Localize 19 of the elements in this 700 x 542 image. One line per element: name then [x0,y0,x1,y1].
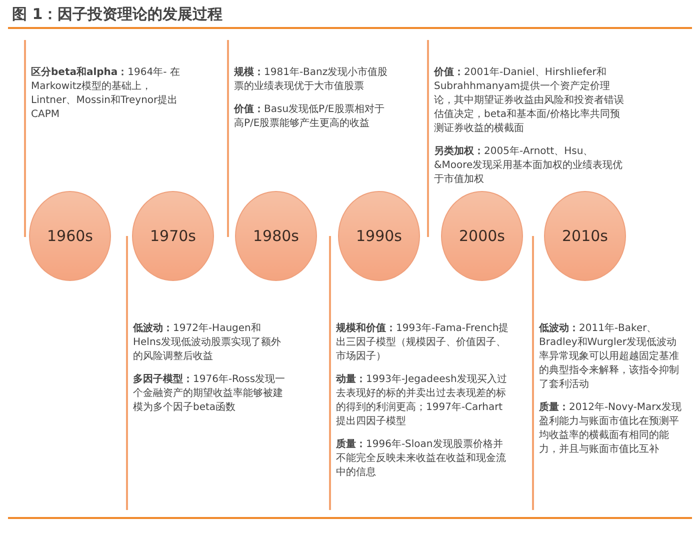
decade-circle: 1960s [29,191,111,281]
decade-circle: 1990s [338,191,420,281]
decade-circle: 2000s [441,191,523,281]
milestone-note: 价值：Basu发现低P/E股票相对于高P/E股票能够产生更高的收益 [234,103,386,131]
milestone-note: 多因子模型：1976年-Ross发现一个金融资产的期望收益率能够被建模为多个因子beta函数 [133,373,286,415]
milestone-note: 动量：1993年-Jegadeesh发现买入过去表现好的标的并卖出过去表现差的标的得到的利润更高；1997年-Carhart 提出四因子模型 [336,373,508,429]
milestone-note: 低波动：1972年-Haugen和Helns发现低波动股票实现了额外的风险调整后收益 [133,322,282,364]
milestone-note: 质量：1996年-Sloan发现股票价格并不能完全反映未来收益在收益和现金流中的信息 [336,438,507,480]
milestone-note: 另类加权：2005年-Arnott、Hsu、&Moore发现采用基本面加权的业绩表现优于市值加权 [434,145,624,187]
milestone-note: 质量：2012年-Novy-Marx发现盈利能力与账面市值比在预测平均收益率的横截面有相同的能力，并且与账面市值比互补 [539,401,682,457]
decade-circle: 2010s [544,191,626,281]
decade-circle: 1970s [132,191,214,281]
decade-circle: 1980s [235,191,317,281]
milestone-note: 低波动：2011年-Baker、Bradley和Wurgler发现低波动率异常现象可以用超越固定基准的典型指令来解释，该指令抑制了套利活动 [539,322,680,392]
milestone-note: 价值：2001年-Daniel、Hirshliefer和Subrahhmanyam提供一个资产定价理论，其中期望证券收益由风险和投资者错误估值决定，beta和基本面/价格比率共同预测证券收益的横截面 [434,66,625,136]
milestone-note: 规模和价值：1993年-Fama-French提出三因子模型（规模因子、价值因子、市场因子） [336,322,510,364]
milestone-note: 规模：1981年-Banz发现小市值股票的业绩表现优于大市值股票 [234,66,389,94]
figure-title: 图 1：因子投资理论的发展过程 [12,4,223,25]
milestone-note: 区分beta和alpha：1964年- 在Markowitz模型的基础上，Lintner、Mossin和Treynor提出CAPM [31,66,181,122]
